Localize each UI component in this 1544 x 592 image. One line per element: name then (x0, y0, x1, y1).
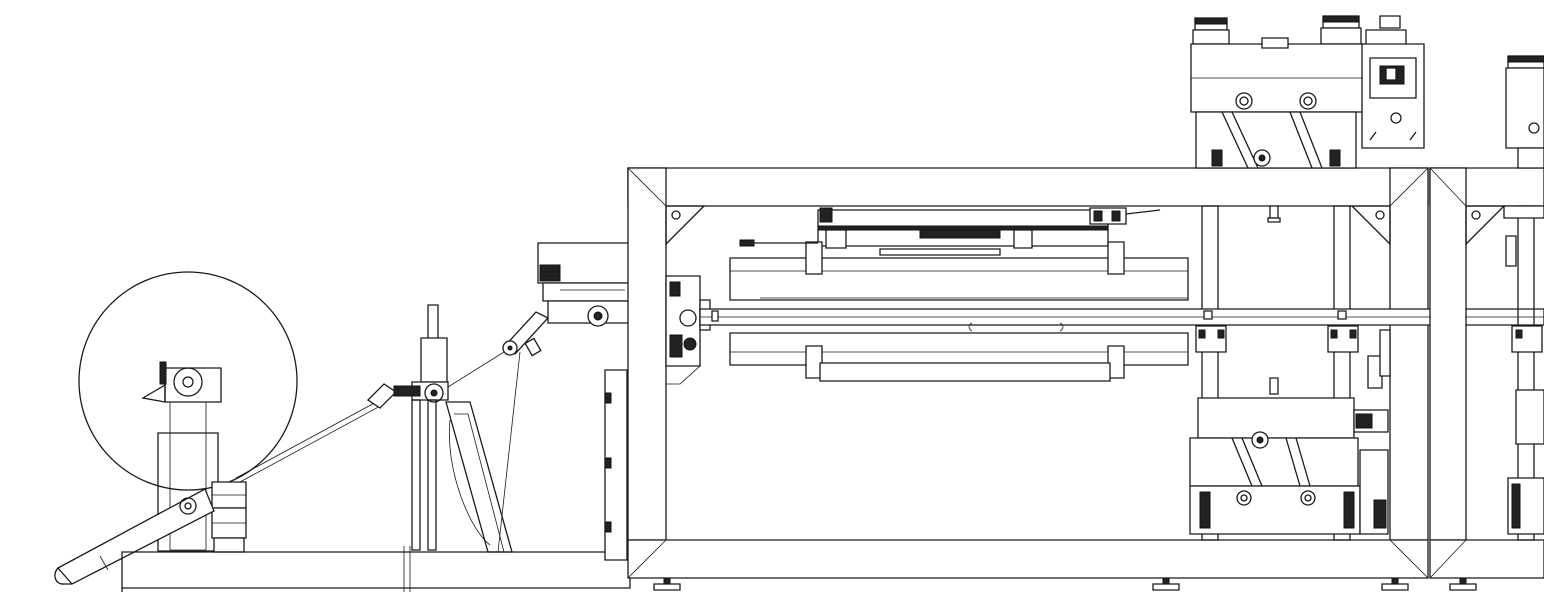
loading-arm (55, 489, 214, 584)
drive-block (666, 276, 710, 384)
main-frame (628, 168, 1428, 578)
lower-press-unit (1190, 398, 1388, 534)
base-rail (122, 546, 630, 592)
feed-table (538, 243, 630, 560)
guide-brackets (1196, 206, 1390, 394)
upper-carriage (730, 208, 1188, 300)
unwind-reel (79, 272, 297, 490)
second-press-unit (1506, 56, 1544, 168)
lower-carriage (730, 333, 1188, 381)
material-web (236, 342, 520, 552)
center-rail (700, 309, 1544, 331)
leveling-feet (654, 578, 1476, 590)
upper-press-unit (1191, 16, 1424, 168)
second-frame (1430, 168, 1544, 578)
guide-roller-post (368, 305, 512, 552)
reel-stand (143, 362, 246, 552)
dancer-arm (503, 312, 548, 356)
